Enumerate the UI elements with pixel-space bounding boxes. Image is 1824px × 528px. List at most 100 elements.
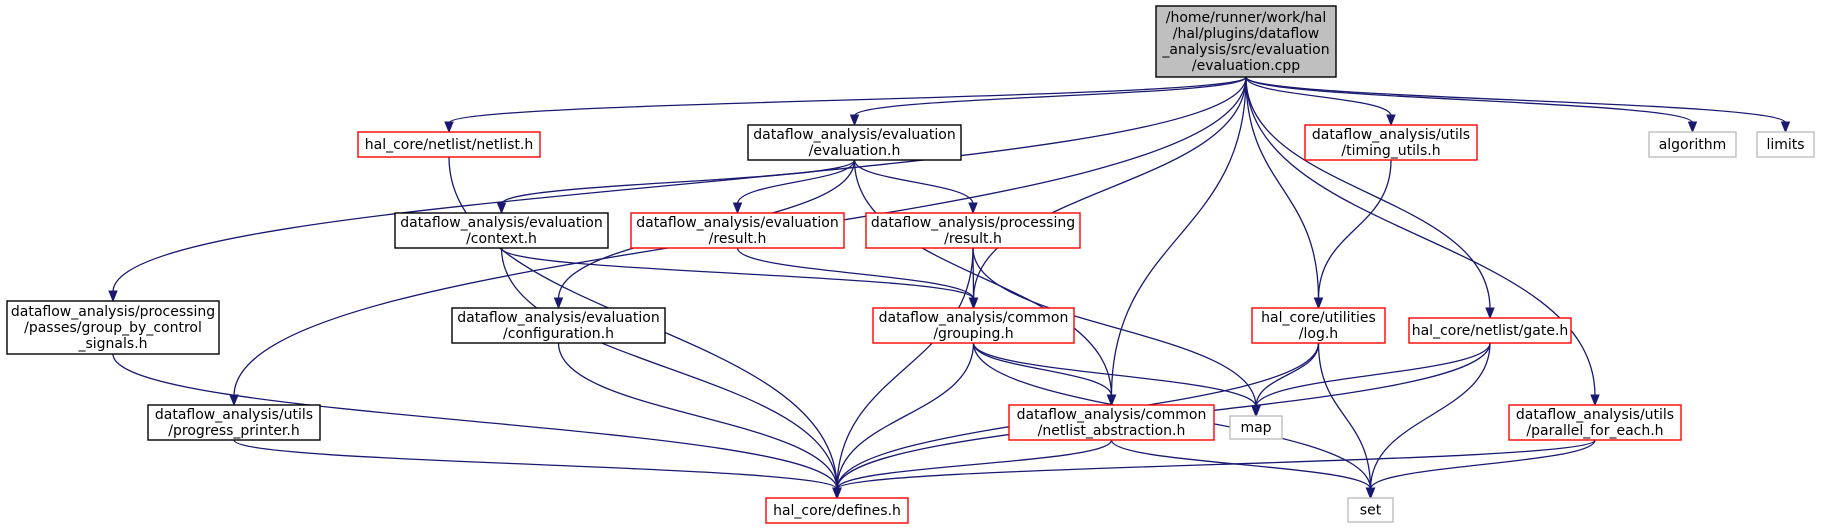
arrow-head (1485, 307, 1495, 320)
node-label-line: /log.h (1299, 326, 1338, 342)
node-map[interactable]: map (1229, 415, 1283, 440)
edge-line (736, 159, 856, 205)
arrow-head (1313, 297, 1324, 310)
node-label-line: hal_core/utilities (1261, 310, 1376, 326)
node-label-line: dataflow_analysis/utils (1312, 127, 1470, 143)
node-label-line: hal_core/defines.h (773, 503, 901, 519)
node-box (1508, 404, 1682, 441)
node-box (765, 497, 909, 524)
node-parallel[interactable]: dataflow_analysis/utils/parallel_for_eac… (1508, 404, 1682, 441)
node-label-line: hal_core/netlist/netlist.h (365, 137, 534, 153)
edges-layer (108, 76, 1791, 500)
node-label-line: /configuration.h (503, 326, 614, 342)
node-label-line: dataflow_analysis/utils (1516, 407, 1674, 423)
edge-line (972, 76, 1247, 300)
node-gate[interactable]: hal_core/netlist/gate.h (1408, 317, 1572, 344)
node-box (1304, 124, 1478, 161)
node-box (1347, 497, 1394, 523)
node-box (357, 131, 541, 158)
edge-root-to-parallel (1245, 76, 1600, 407)
node-progress[interactable]: dataflow_analysis/utils/progress_printer… (147, 404, 321, 441)
node-label-line: hal_core/netlist/gate.h (1412, 323, 1569, 339)
node-label-line: _signals.h (77, 336, 147, 352)
edge-context-to-defines (500, 247, 842, 500)
edge-root-to-algorithm (1245, 76, 1698, 134)
edge-line (853, 159, 974, 205)
edge-root-to-timing (1245, 76, 1396, 127)
node-root[interactable]: /home/runner/work/hal/hal/plugins/datafl… (1155, 5, 1337, 78)
node-label-line: /progress_printer.h (168, 423, 299, 439)
edge-proc-result-to-defines (832, 247, 974, 500)
arrow-head (832, 487, 842, 500)
arrow-head (229, 394, 239, 407)
node-label-line: dataflow_analysis/evaluation (636, 215, 838, 231)
node-group-by[interactable]: dataflow_analysis/processing/passes/grou… (6, 300, 220, 355)
edge-gate-to-map (1251, 342, 1491, 418)
node-box (1648, 131, 1737, 158)
edge-context-to-grouping (500, 247, 979, 310)
edge-line (972, 247, 1257, 408)
edge-line (853, 159, 1113, 397)
edge-root-to-netlist-abs (1106, 76, 1247, 407)
arrow-head (1590, 394, 1600, 407)
node-log[interactable]: hal_core/utilities/log.h (1251, 307, 1386, 344)
node-label-line: dataflow_analysis/evaluation (400, 215, 602, 231)
node-label-line: map (1240, 420, 1271, 436)
edge-root-to-netlist (444, 76, 1247, 134)
arrow-head (1106, 394, 1117, 407)
node-defines[interactable]: hal_core/defines.h (765, 497, 909, 524)
edge-line (836, 247, 974, 490)
node-label-line: algorithm (1659, 137, 1727, 153)
node-proc-result[interactable]: dataflow_analysis/processing/result.h (865, 212, 1081, 249)
node-box (1155, 5, 1337, 78)
node-label-line: /result.h (709, 231, 767, 247)
node-configuration[interactable]: dataflow_analysis/evaluation/configurati… (451, 307, 666, 344)
node-label-line: /passes/group_by_control (24, 320, 202, 336)
node-timing[interactable]: dataflow_analysis/utils/timing_utils.h (1304, 124, 1478, 161)
node-label-line: /netlist_abstraction.h (1038, 423, 1186, 439)
node-netlist[interactable]: hal_core/netlist/netlist.h (357, 131, 541, 158)
node-eval-result[interactable]: dataflow_analysis/evaluation/result.h (630, 212, 845, 249)
edge-eval-h-to-proc-result (853, 159, 978, 215)
node-label-line: /hal/plugins/dataflow (1173, 26, 1319, 42)
arrow-head (968, 202, 978, 215)
arrow-head (849, 114, 860, 127)
edge-line (500, 247, 838, 490)
edge-root-to-group-by (108, 76, 1247, 303)
node-box (147, 404, 321, 441)
node-label-line: dataflow_analysis/processing (11, 304, 215, 320)
edge-line (1245, 76, 1320, 300)
edge-line (1245, 76, 1694, 124)
edge-line (500, 247, 975, 300)
node-label-line: /result.h (944, 231, 1002, 247)
nodes-layer: /home/runner/work/hal/hal/plugins/datafl… (6, 5, 1815, 524)
node-netlist-abs[interactable]: dataflow_analysis/common/netlist_abstrac… (1008, 404, 1215, 441)
node-label-line: dataflow_analysis/common (1017, 407, 1207, 423)
node-label-line: set (1360, 503, 1382, 519)
node-grouping[interactable]: dataflow_analysis/common/grouping.h (872, 307, 1075, 344)
node-algorithm[interactable]: algorithm (1648, 131, 1737, 158)
node-set[interactable]: set (1347, 497, 1394, 523)
node-eval-h[interactable]: dataflow_analysis/evaluation/evaluation.… (747, 124, 962, 161)
node-context[interactable]: dataflow_analysis/evaluation/context.h (394, 212, 609, 249)
edge-line (1255, 342, 1491, 408)
node-label-line: /timing_utils.h (1341, 143, 1440, 159)
edge-line (736, 247, 975, 300)
edge-parallel-to-set (1365, 439, 1596, 500)
node-limits[interactable]: limits (1756, 131, 1815, 158)
node-label-line: /context.h (466, 231, 537, 247)
edge-line (1245, 76, 1787, 124)
node-label-line: dataflow_analysis/evaluation (457, 310, 659, 326)
arrow-head (1687, 121, 1698, 134)
edge-line (112, 76, 1247, 293)
node-label-line: /grouping.h (933, 326, 1013, 342)
node-box (865, 212, 1081, 249)
arrow-head (1386, 114, 1396, 127)
edge-line (112, 353, 838, 490)
edge-line (836, 439, 1596, 490)
edge-root-to-grouping (968, 76, 1247, 310)
edge-line (1317, 159, 1392, 300)
edge-proc-result-to-grouping (968, 247, 979, 310)
arrow-head (968, 297, 979, 310)
